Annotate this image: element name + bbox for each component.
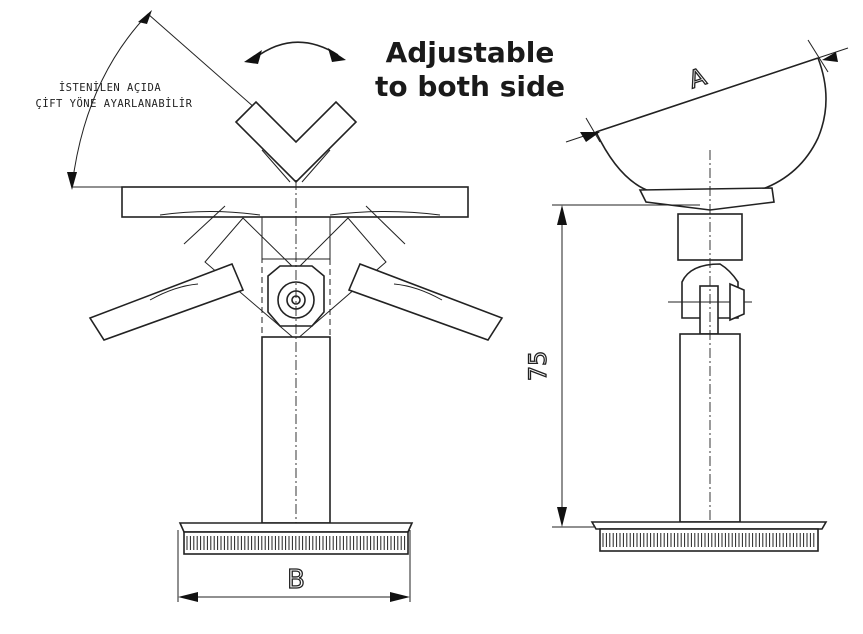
angle-leader — [67, 10, 256, 190]
knurl-pattern — [186, 536, 406, 550]
headline-line-2: to both side — [375, 70, 565, 103]
note-line-1: İSTENİLEN AÇIDA — [59, 81, 162, 94]
rotation-arrow-icon — [244, 41, 346, 64]
dimension-label-a: A — [685, 62, 710, 94]
knurl-pattern — [602, 533, 815, 547]
note-line-2: ÇİFT YÖNE AYARLANABİLİR — [36, 97, 193, 110]
front-view: B — [72, 100, 504, 602]
side-view: A 75 — [523, 39, 849, 552]
headline-line-1: Adjustable — [386, 36, 555, 69]
dimension-label-b: B — [287, 565, 305, 595]
dimension-label-height: 75 — [524, 351, 552, 382]
